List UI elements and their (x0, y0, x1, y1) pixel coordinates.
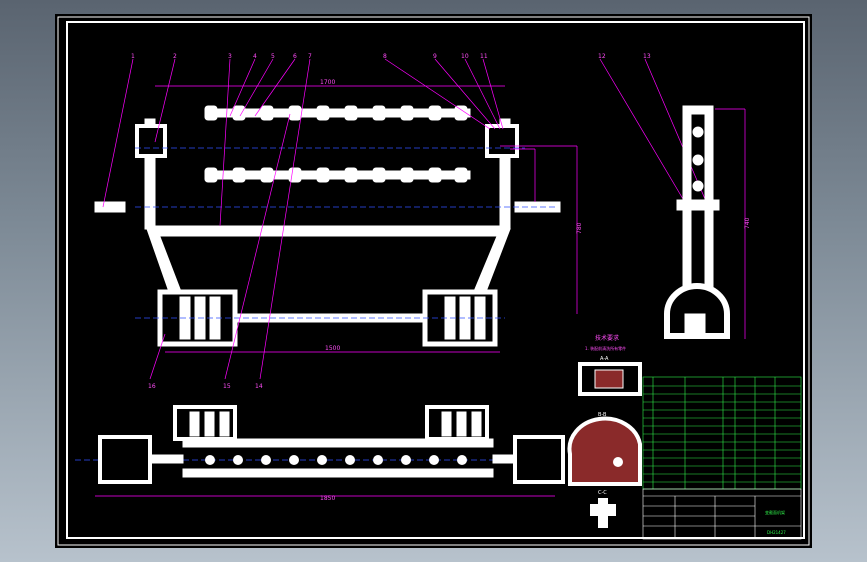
parts-list (642, 376, 802, 490)
title-block (642, 488, 802, 540)
section-label-a: A-A (600, 356, 609, 362)
balloon-labels: 1 2 3 4 5 6 7 8 9 10 11 12 13 14 15 16 (131, 53, 651, 390)
plan-view (98, 405, 565, 484)
title-block-name: 变截面机架 (765, 509, 785, 515)
notes-heading: 技术要求 (595, 334, 619, 342)
balloon-10: 10 (461, 53, 469, 60)
plan-view-holes (205, 455, 467, 465)
dimension-texts: 1700 780 740 1500 1850 (320, 79, 751, 502)
inner-border (66, 21, 805, 539)
bottom-rollers (204, 167, 468, 183)
side-view (664, 105, 730, 339)
technical-notes: 技术要求 1. 装配前清洗所有零件 (585, 334, 626, 351)
balloon-5: 5 (271, 53, 275, 60)
dim-lower-length: 1850 (320, 495, 335, 502)
top-rollers (204, 105, 468, 121)
section-labels: A-A B-B C-C (598, 356, 609, 496)
notes-line1: 1. 装配前清洗所有零件 (585, 345, 626, 351)
cad-drawing: 1 2 3 4 5 6 7 8 9 10 11 12 13 14 15 16 1… (57, 16, 810, 546)
dim-top-width: 1700 (320, 79, 335, 86)
section-label-c: C-C (598, 490, 607, 496)
outer-border (57, 16, 810, 546)
dim-right-height: 780 (576, 222, 583, 234)
dim-bottom-width: 1500 (325, 345, 340, 352)
balloon-8: 8 (383, 53, 387, 60)
drawing-sheet: 1 2 3 4 5 6 7 8 9 10 11 12 13 14 15 16 1… (55, 14, 812, 548)
balloon-12: 12 (598, 53, 606, 60)
balloon-11: 11 (480, 53, 488, 60)
balloon-14: 14 (255, 383, 263, 390)
balloon-13: 13 (643, 53, 651, 60)
section-label-b: B-B (598, 412, 607, 418)
balloon-6: 6 (293, 53, 297, 60)
title-block-code: DH21427 (767, 530, 786, 535)
balloon-9: 9 (433, 53, 437, 60)
front-view (94, 105, 561, 347)
balloon-4: 4 (253, 53, 257, 60)
balloon-1: 1 (131, 53, 135, 60)
balloon-7: 7 (308, 53, 312, 60)
dim-side-height: 740 (744, 217, 751, 229)
balloon-15: 15 (223, 383, 231, 390)
balloon-3: 3 (228, 53, 232, 60)
leaders (95, 58, 746, 497)
balloon-2: 2 (173, 53, 177, 60)
section-details (567, 362, 642, 528)
balloon-16: 16 (148, 383, 156, 390)
